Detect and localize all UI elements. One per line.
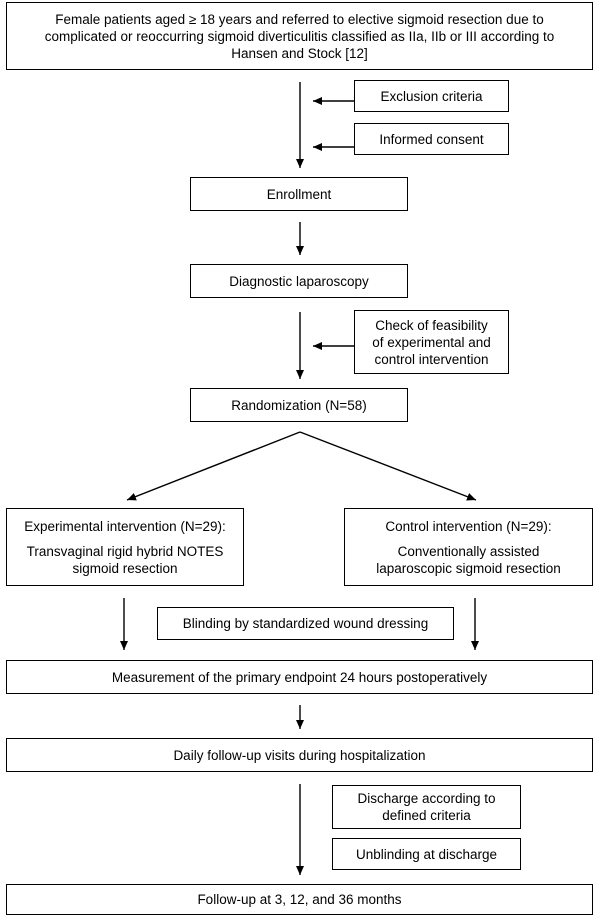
exclusion-box: Exclusion criteria (354, 80, 509, 112)
discharge-line-2: defined criteria (382, 808, 471, 823)
exclusion-label: Exclusion criteria (380, 88, 483, 104)
diagnostic-box: Diagnostic laparoscopy (190, 264, 408, 298)
experimental-line-2: sigmoid resection (72, 560, 178, 576)
final-followup-box: Follow-up at 3, 12, and 36 months (6, 884, 593, 915)
feasibility-line-3: control intervention (374, 351, 489, 367)
daily-followup-label: Daily follow-up visits during hospitaliz… (173, 747, 426, 763)
experimental-line-1: Transvaginal rigid hybrid NOTES (26, 543, 224, 559)
randomization-label: Randomization (N=58) (231, 397, 367, 413)
arrow-to-control (299, 431, 477, 501)
experimental-title: Experimental intervention (N=29): (24, 518, 226, 534)
blinding-box: Blinding by standardized wound dressing (157, 607, 454, 640)
primary-endpoint-box: Measurement of the primary endpoint 24 h… (6, 660, 593, 694)
eligibility-box: Female patients aged ≥ 18 years and refe… (6, 2, 593, 70)
primary-endpoint-label: Measurement of the primary endpoint 24 h… (111, 669, 488, 685)
discharge-box: Discharge according to defined criteria (332, 785, 521, 829)
enrollment-box: Enrollment (190, 177, 408, 211)
experimental-box: Experimental intervention (N=29): Transv… (6, 508, 244, 586)
consent-label: Informed consent (379, 131, 484, 147)
eligibility-line-1: Female patients aged ≥ 18 years and refe… (55, 11, 544, 27)
control-line-1: Conventionally assisted (397, 543, 540, 559)
eligibility-line-2: complicated or reoccurring sigmoid diver… (44, 28, 555, 44)
final-followup-label: Follow-up at 3, 12, and 36 months (197, 892, 402, 907)
unblinding-box: Unblinding at discharge (332, 838, 521, 870)
control-box: Control intervention (N=29): Conventiona… (344, 508, 593, 586)
enrollment-label: Enrollment (266, 186, 332, 202)
diagnostic-label: Diagnostic laparoscopy (229, 273, 369, 289)
control-line-2: laparoscopic sigmoid resection (376, 560, 561, 576)
eligibility-line-3: Hansen and Stock [12] (231, 45, 368, 61)
feasibility-line-1: Check of feasibility (375, 317, 488, 333)
feasibility-box: Check of feasibility of experimental and… (354, 310, 509, 374)
randomization-box: Randomization (N=58) (190, 388, 408, 422)
unblinding-label: Unblinding at discharge (355, 846, 498, 862)
daily-followup-box: Daily follow-up visits during hospitaliz… (6, 738, 593, 772)
control-title: Control intervention (N=29): (385, 518, 552, 534)
discharge-line-1: Discharge according to (357, 791, 496, 806)
blinding-label: Blinding by standardized wound dressing (182, 616, 429, 631)
arrow-to-experimental (126, 431, 301, 501)
feasibility-line-2: of experimental and (372, 334, 491, 350)
consent-box: Informed consent (354, 123, 509, 155)
